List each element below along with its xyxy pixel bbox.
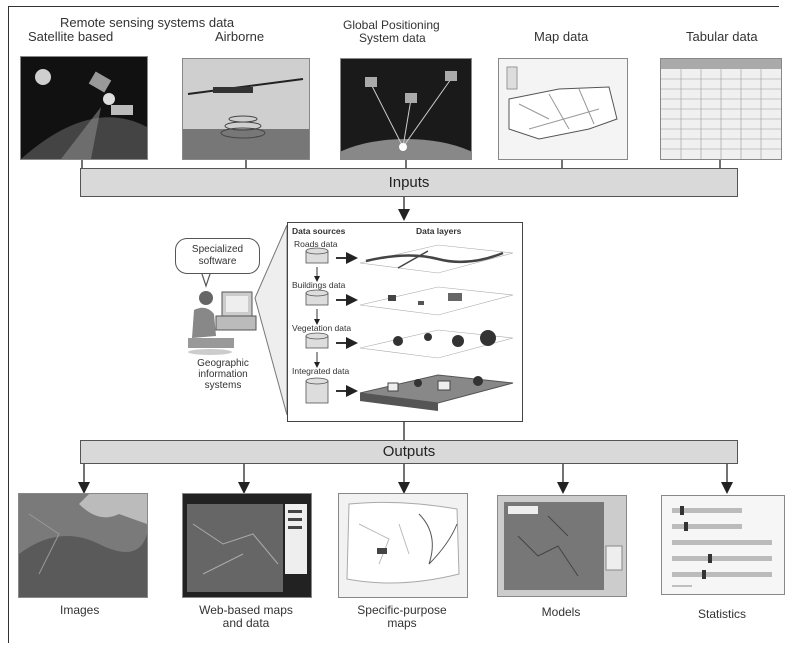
webmaps-label-line1: Web-based maps	[199, 603, 293, 617]
gis-label: Geographic information systems	[193, 358, 253, 391]
specialized-software-bubble: Specialized software	[175, 238, 260, 274]
data-layers-header: Data layers	[416, 226, 462, 236]
webmaps-label-line2: and data	[222, 616, 270, 630]
specific-label-line2: maps	[387, 616, 417, 630]
map-image	[498, 58, 628, 160]
map-data-label: Map data	[534, 29, 589, 44]
outputs-bar: Outputs	[80, 440, 738, 464]
data-layers-illustration	[305, 244, 514, 411]
webmaps-thumbnail	[182, 493, 312, 598]
bubble-tail	[201, 274, 211, 288]
software-line2: software	[198, 256, 237, 267]
gis-label-line3: systems	[204, 380, 242, 391]
gis-label-line2: information	[198, 369, 248, 380]
airborne-label: Airborne	[215, 29, 265, 44]
specific-purpose-label: Specific-purpose maps	[338, 604, 466, 630]
layer-buildings-label: Buildings data	[292, 280, 346, 290]
software-line1: Specialized	[191, 244, 244, 255]
layer-roads-label: Roads data	[294, 239, 338, 249]
data-layers-panel: Data sources Data layers Roads data Buil…	[287, 222, 523, 422]
gis-workstation-icon	[180, 286, 260, 356]
specific-label-line1: Specific-purpose	[357, 603, 447, 617]
gps-image	[340, 58, 472, 160]
images-label: Images	[60, 603, 100, 617]
images-thumbnail	[18, 493, 148, 598]
models-thumbnail	[497, 495, 627, 597]
gps-label-line2: System data	[359, 31, 426, 45]
gps-label-line1: Global Positioning	[343, 18, 440, 32]
layer-integrated-label: Integrated data	[292, 366, 350, 376]
inputs-bar: Inputs	[80, 168, 738, 197]
gis-label-line1: Geographic	[197, 358, 249, 369]
data-sources-header: Data sources	[292, 226, 346, 236]
specific-purpose-map-thumbnail	[338, 493, 468, 598]
tabular-data-label: Tabular data	[686, 29, 758, 44]
layer-vegetation-label: Vegetation data	[292, 323, 352, 333]
statistics-thumbnail	[661, 495, 785, 595]
models-label: Models	[541, 605, 581, 619]
statistics-label: Statistics	[697, 607, 746, 621]
satellite-image	[20, 56, 148, 160]
remote-sensing-group-label: Remote sensing systems data	[60, 15, 235, 30]
satellite-label: Satellite based	[28, 29, 114, 44]
tabular-image	[660, 58, 782, 160]
diagram-frame	[8, 6, 779, 643]
webmaps-label: Web-based maps and data	[182, 604, 310, 630]
airborne-image	[182, 58, 310, 160]
